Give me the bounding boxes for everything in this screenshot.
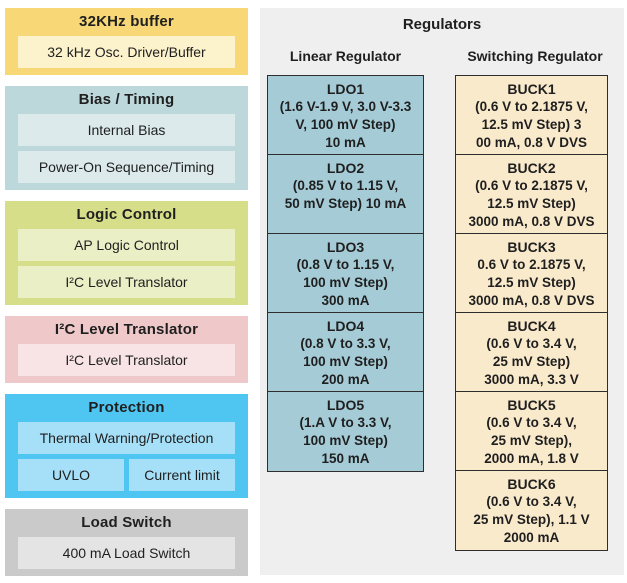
- reg-name: BUCK4: [507, 318, 556, 334]
- switching-regulator-heading: Switching Regulator: [467, 48, 603, 64]
- reg-box-buck5: BUCK5 (0.6 V to 3.4 V, 25 mV Step), 2000…: [455, 391, 608, 472]
- reg-name: BUCK2: [507, 160, 556, 176]
- protection-split-row: UVLO Current limit: [18, 459, 235, 491]
- reg-line: 10 mA: [325, 135, 366, 150]
- reg-line: (0.6 V to 2.1875 V,: [475, 178, 588, 193]
- buck-column: BUCK1 (0.6 V to 2.1875 V, 12.5 mV Step) …: [455, 75, 608, 551]
- reg-box-buck4: BUCK4 (0.6 V to 3.4 V, 25 mV Step) 3000 …: [455, 312, 608, 393]
- block-logic-control: Logic Control AP Logic Control I²C Level…: [5, 201, 248, 305]
- reg-line: 3000 mA, 0.8 V DVS: [468, 214, 595, 229]
- block-title: Logic Control: [76, 206, 177, 223]
- block-item: Power-On Sequence/Timing: [18, 151, 235, 183]
- reg-line: 150 mA: [321, 451, 370, 466]
- ldo-column: LDO1 (1.6 V-1.9 V, 3.0 V-3.3 V, 100 mV S…: [267, 75, 424, 472]
- linear-regulator-heading: Linear Regulator: [289, 48, 402, 64]
- reg-line: 12.5 mV Step): [487, 275, 576, 290]
- reg-name: BUCK1: [507, 81, 556, 97]
- reg-line: (0.8 V to 1.15 V,: [296, 257, 395, 272]
- reg-line: (0.6 V to 2.1875 V,: [475, 99, 588, 114]
- reg-line: (0.85 V to 1.15 V,: [292, 178, 399, 193]
- function-blocks-column: 32KHz buffer 32 kHz Osc. Driver/Buffer B…: [5, 8, 248, 576]
- block-item: Internal Bias: [18, 114, 235, 146]
- reg-line: (1.A V to 3.3 V,: [299, 415, 392, 430]
- reg-name: BUCK5: [507, 397, 556, 413]
- reg-box-ldo3: LDO3 (0.8 V to 1.15 V, 100 mV Step) 300 …: [267, 233, 424, 314]
- reg-name: BUCK6: [507, 476, 556, 492]
- reg-line: 3000 mA, 0.8 V DVS: [468, 293, 595, 308]
- block-item: Thermal Warning/Protection: [18, 422, 235, 454]
- reg-box-buck6: BUCK6 (0.6 V to 3.4 V, 25 mV Step), 1.1 …: [455, 470, 608, 551]
- block-item-uvlo: UVLO: [18, 459, 124, 491]
- reg-line: 100 mV Step): [303, 275, 388, 290]
- regulators-panel: Regulators Linear Regulator Switching Re…: [260, 8, 624, 575]
- reg-box-ldo5: LDO5 (1.A V to 3.3 V, 100 mV Step) 150 m…: [267, 391, 424, 472]
- block-title: Load Switch: [81, 514, 172, 531]
- reg-line: 12.5 mV Step) 3: [481, 117, 582, 132]
- reg-line: (0.8 V to 3.3 V,: [300, 336, 391, 351]
- reg-line: 25 mV Step),: [490, 433, 573, 448]
- reg-name: LDO5: [326, 397, 365, 413]
- reg-name: LDO4: [326, 318, 365, 334]
- reg-line: 3000 mA, 3.3 V: [484, 372, 579, 387]
- block-item: 32 kHz Osc. Driver/Buffer: [18, 36, 235, 68]
- reg-line: (0.6 V to 3.4 V,: [486, 336, 577, 351]
- reg-line: 2000 mA: [503, 530, 560, 545]
- block-title: Bias / Timing: [78, 91, 175, 108]
- block-item-current-limit: Current limit: [129, 459, 235, 491]
- reg-name: LDO2: [326, 160, 365, 176]
- regulators-title: Regulators: [402, 16, 482, 33]
- block-32khz-buffer: 32KHz buffer 32 kHz Osc. Driver/Buffer: [5, 8, 248, 75]
- reg-box-buck3: BUCK3 0.6 V to 2.1875 V, 12.5 mV Step) 3…: [455, 233, 608, 314]
- block-title: I²C Level Translator: [54, 321, 199, 338]
- reg-line: 200 mA: [321, 372, 370, 387]
- block-load-switch: Load Switch 400 mA Load Switch: [5, 509, 248, 576]
- reg-line: (1.6 V-1.9 V, 3.0 V-3.3: [279, 99, 412, 114]
- reg-line: (0.6 V to 3.4 V,: [486, 494, 577, 509]
- reg-box-ldo4: LDO4 (0.8 V to 3.3 V, 100 mV Step) 200 m…: [267, 312, 424, 393]
- block-item: I²C Level Translator: [18, 344, 235, 376]
- block-title: Protection: [88, 399, 165, 416]
- reg-line: (0.6 V to 3.4 V,: [486, 415, 577, 430]
- reg-line: 100 mV Step): [303, 354, 388, 369]
- block-i2c-level-translator: I²C Level Translator I²C Level Translato…: [5, 316, 248, 383]
- reg-box-buck2: BUCK2 (0.6 V to 2.1875 V, 12.5 mV Step) …: [455, 154, 608, 235]
- block-item: I²C Level Translator: [18, 266, 235, 298]
- reg-line: 25 mV Step), 1.1 V: [473, 512, 590, 527]
- reg-line: 50 mV Step) 10 mA: [284, 196, 407, 211]
- reg-line: 12.5 mV Step): [487, 196, 576, 211]
- reg-line: 100 mV Step): [303, 433, 388, 448]
- reg-line: 300 mA: [321, 293, 370, 308]
- reg-name: LDO3: [326, 239, 365, 255]
- block-item: AP Logic Control: [18, 229, 235, 261]
- block-title: 32KHz buffer: [79, 13, 174, 30]
- reg-line: 25 mV Step): [492, 354, 571, 369]
- reg-line: 00 mA, 0.8 V DVS: [475, 135, 588, 150]
- reg-name: LDO1: [326, 81, 365, 97]
- block-protection: Protection Thermal Warning/Protection UV…: [5, 394, 248, 498]
- reg-line: 0.6 V to 2.1875 V,: [477, 257, 586, 272]
- reg-box-buck1: BUCK1 (0.6 V to 2.1875 V, 12.5 mV Step) …: [455, 75, 608, 156]
- block-item: 400 mA Load Switch: [18, 537, 235, 569]
- reg-line: 2000 mA, 1.8 V: [484, 451, 579, 466]
- reg-box-ldo1: LDO1 (1.6 V-1.9 V, 3.0 V-3.3 V, 100 mV S…: [267, 75, 424, 156]
- block-bias-timing: Bias / Timing Internal Bias Power-On Seq…: [5, 86, 248, 190]
- reg-line: V, 100 mV Step): [295, 117, 396, 132]
- reg-box-ldo2: LDO2 (0.85 V to 1.15 V, 50 mV Step) 10 m…: [267, 154, 424, 235]
- reg-name: BUCK3: [507, 239, 556, 255]
